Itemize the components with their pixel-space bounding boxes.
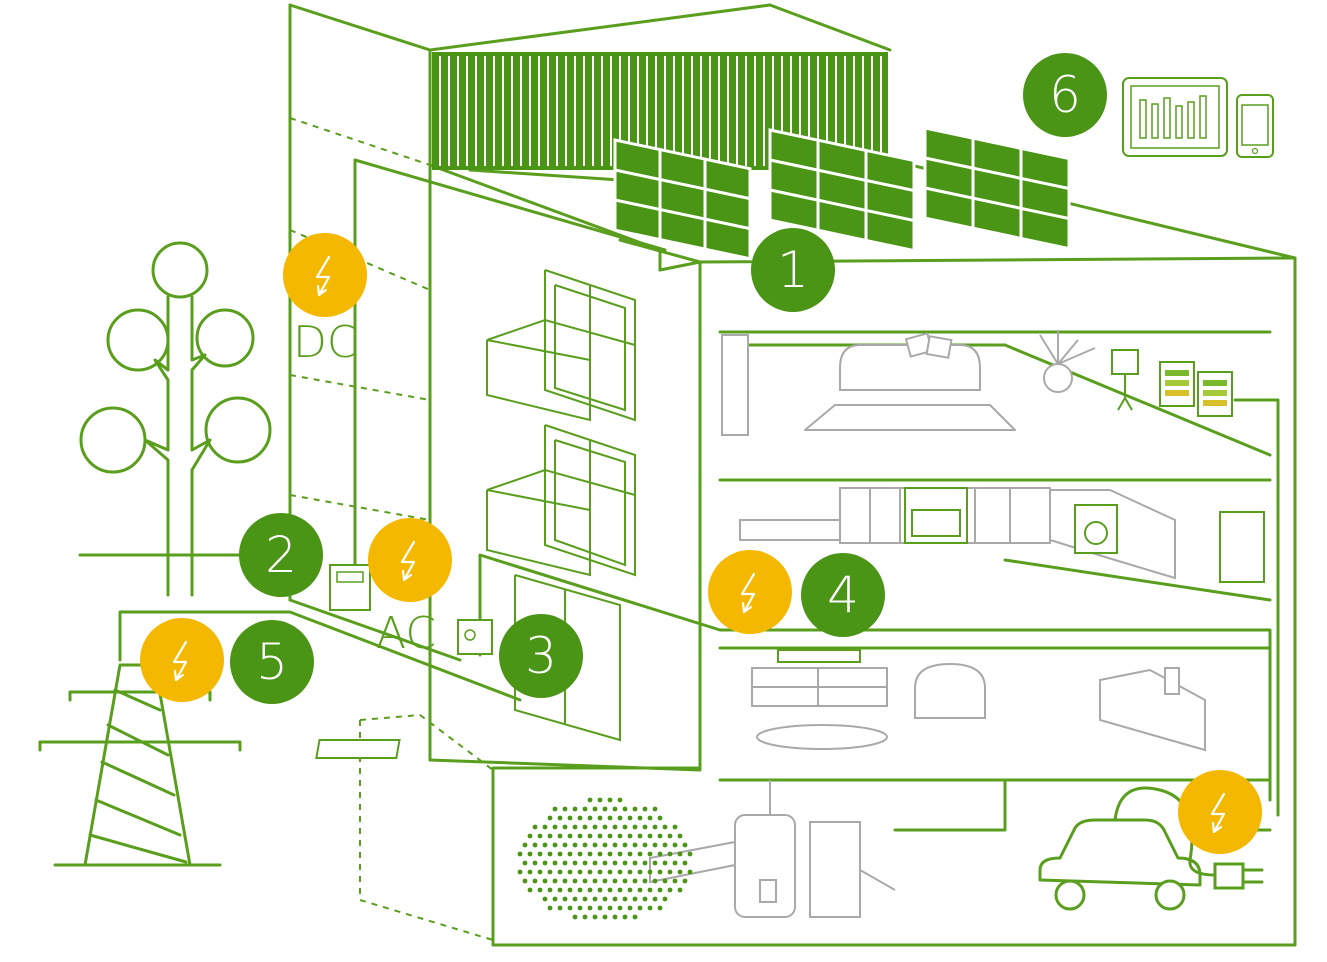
- badge-6: 6: [1023, 53, 1107, 137]
- tree: [78, 241, 272, 597]
- lightning-icon: [283, 233, 367, 317]
- wiring: [118, 158, 1280, 817]
- living-room: [751, 649, 1206, 752]
- lightning-icon: [1178, 770, 1262, 854]
- svg-text:1: 1: [777, 241, 809, 299]
- power-pylon: [38, 663, 242, 867]
- solar-panel: [923, 126, 1071, 251]
- svg-text:3: 3: [525, 627, 557, 685]
- badge-3: 3: [499, 614, 583, 698]
- kitchen: [739, 487, 1265, 583]
- basement: [517, 780, 896, 920]
- svg-text:4: 4: [827, 566, 859, 624]
- sofa: [804, 332, 1016, 431]
- balconies: [486, 269, 636, 742]
- basement-dashed: [315, 713, 494, 941]
- svg-text:5: 5: [256, 633, 288, 691]
- badge-2: 2: [239, 513, 323, 597]
- battery-storage: [1159, 361, 1233, 417]
- badge-5: 5: [230, 620, 314, 704]
- plant: [1039, 330, 1096, 393]
- lightning-icon: [140, 618, 224, 702]
- phone-icon: [1236, 94, 1274, 158]
- electric-car: [1038, 786, 1264, 911]
- lamp: [1111, 349, 1139, 411]
- badge-1: 1: [751, 228, 835, 312]
- dc-label: DC: [293, 317, 358, 368]
- lightning-icon: [708, 550, 792, 634]
- ac-label: AC: [376, 608, 436, 659]
- badge-4: 4: [801, 553, 885, 637]
- meter-box: [457, 619, 493, 655]
- monitor-icon: [1122, 77, 1228, 157]
- solar-panel: [768, 128, 916, 253]
- inverter-box: [329, 564, 371, 611]
- svg-text:6: 6: [1049, 66, 1081, 124]
- lightning-icon: [368, 518, 452, 602]
- svg-text:2: 2: [265, 526, 297, 584]
- solar-panel: [613, 138, 752, 261]
